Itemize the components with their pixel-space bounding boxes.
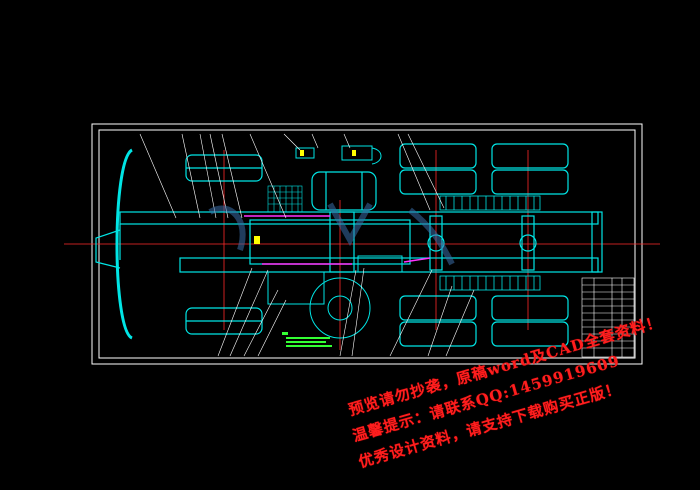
battery-box [267, 185, 303, 213]
rear-wheels [399, 143, 569, 347]
logo-watermark [208, 202, 455, 266]
fuel-tank [311, 171, 377, 211]
leaf-springs [439, 195, 541, 291]
front-bumper [115, 148, 134, 340]
drive-shaft [244, 215, 431, 265]
leader-lines [139, 133, 475, 357]
technical-notes [282, 332, 332, 347]
spare-wheel [309, 277, 371, 339]
drive-components [267, 145, 403, 305]
title-block [581, 277, 635, 358]
yellow-details [254, 150, 356, 244]
